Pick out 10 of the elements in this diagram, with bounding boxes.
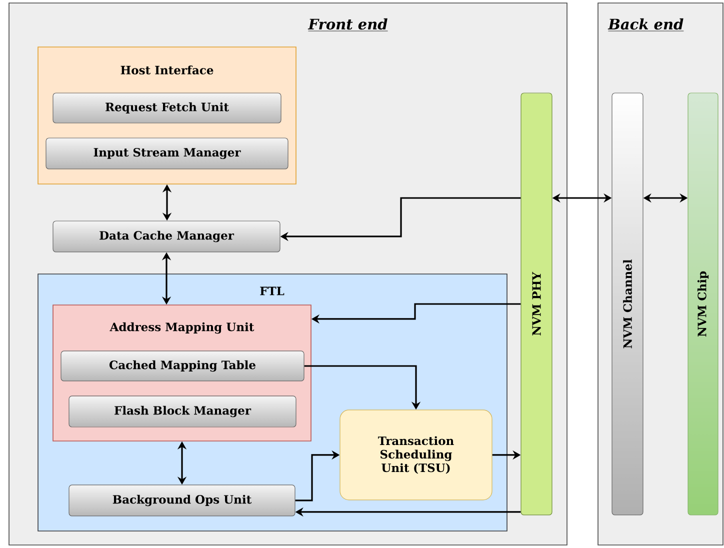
module-box: Data Cache Manager — [52, 220, 280, 252]
interface-bar: NVM Chip — [688, 92, 718, 516]
interface-bar: NVM Channel — [612, 92, 644, 516]
module-box: Request Fetch Unit — [52, 92, 282, 124]
module-box: Flash Block Manager — [68, 396, 296, 428]
interface-bar: NVM PHY — [520, 92, 552, 516]
module-box: Cached Mapping Table — [60, 350, 304, 382]
scheduler-box: Transaction Scheduling Unit (TSU) — [340, 410, 492, 500]
module-box: Background Ops Unit — [68, 484, 296, 516]
module-box: Input Stream Manager — [46, 138, 288, 170]
